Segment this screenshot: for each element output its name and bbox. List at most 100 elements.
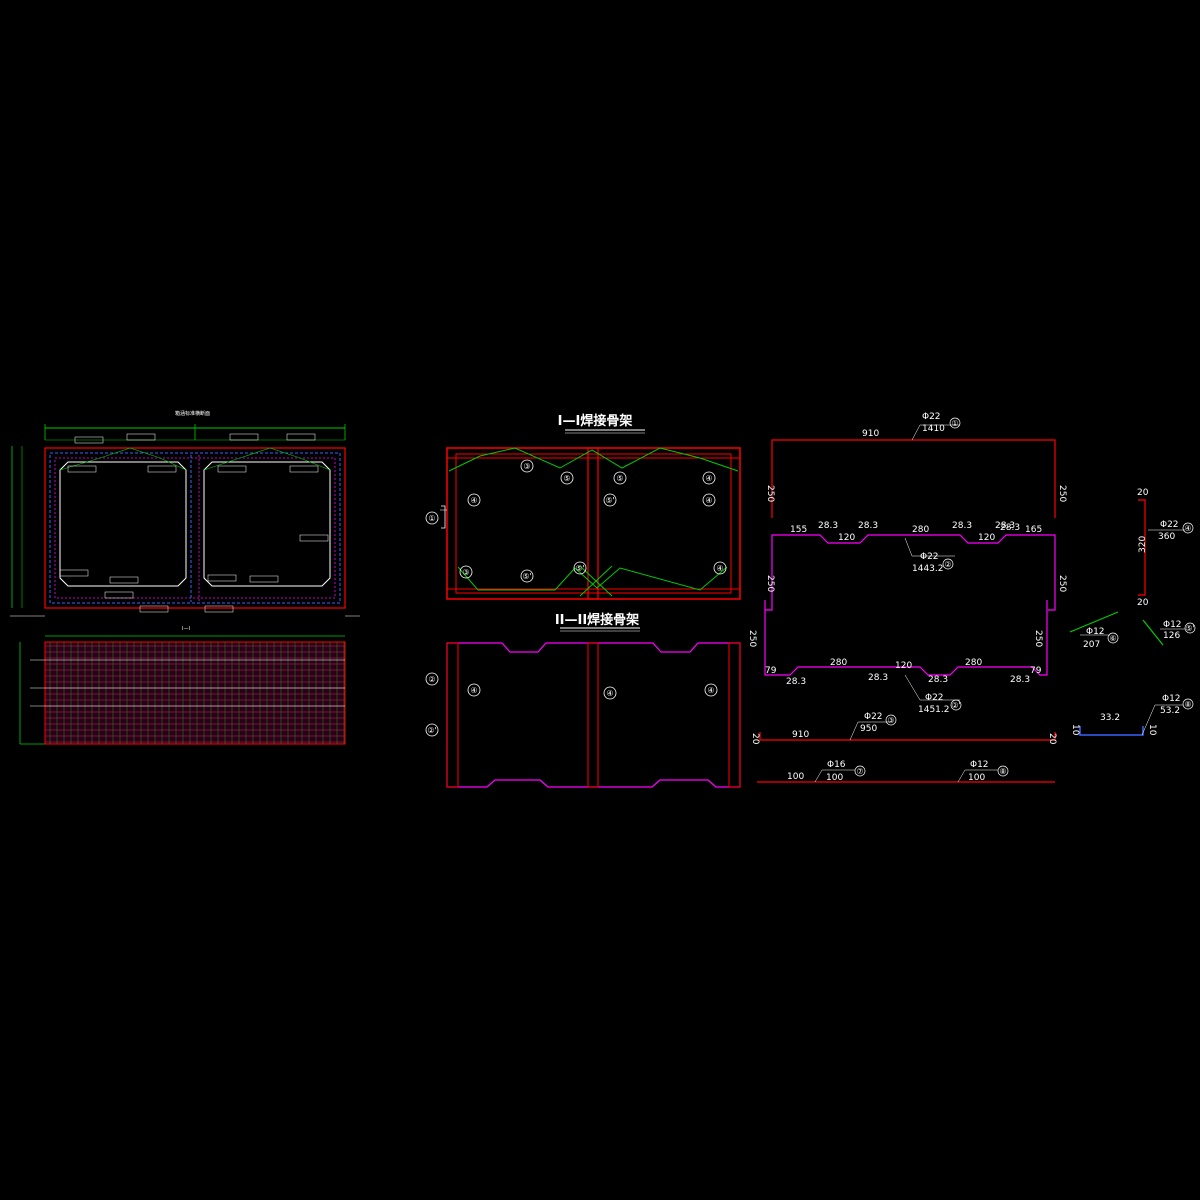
rebar-8-mid: 33.2: [1100, 713, 1120, 723]
section-2-label: ④: [603, 686, 617, 700]
section-1-label: ⑤: [613, 471, 627, 485]
rebar-3-segment-label: 79: [765, 666, 777, 676]
rebar-2-segment-label: 28.3: [995, 521, 1015, 531]
section-2-label: ②': [425, 723, 439, 737]
rebar-7-detail: Φ12 126 ⑤': [1142, 619, 1196, 646]
section-2-label: ④: [467, 683, 481, 697]
rebar-6-len: 207: [1083, 640, 1100, 650]
rebar-6-detail: Φ12 207 ⑥: [1069, 611, 1119, 650]
rebar-3-id: ②': [951, 701, 960, 710]
rebar-2-dia: Φ22: [920, 552, 939, 562]
rebar-8-detail: 33.2 10 10 Φ12 53.2 ⑧: [1070, 694, 1194, 736]
left-cell-inner: [59, 461, 187, 587]
rebar-1-dia: Φ22: [922, 412, 941, 422]
culvert-plan-view: I—I: [19, 626, 346, 745]
svg-text:④: ④: [716, 564, 723, 573]
svg-text:③: ③: [523, 462, 530, 471]
rebar-2-segment-label: 120: [838, 533, 855, 543]
rebar-2-segment-label: 155: [790, 525, 807, 535]
rebar-2-left-dim: 250: [765, 575, 775, 592]
rebar-5-end-left: 20: [750, 733, 760, 745]
top-diagonal-bars: [448, 447, 739, 472]
rebar-8-len: 53.2: [1160, 706, 1180, 716]
rebar-8-id: ⑧: [1184, 700, 1191, 709]
rebar-5-dia: Φ22: [864, 712, 883, 722]
svg-text:⑤': ⑤': [522, 572, 531, 581]
rebar-1-left-dim: 250: [765, 485, 775, 502]
outer-rebar-ring: [49, 452, 341, 604]
svg-text:④: ④: [470, 496, 477, 505]
rebar-1-top-dim: 910: [862, 429, 879, 439]
rebar-10-len: 100: [968, 773, 985, 783]
section-2-label: ②: [425, 672, 439, 686]
rebar-8-shape: [1079, 726, 1144, 736]
rebar-1-len: 1410: [922, 424, 945, 434]
rebar-3-dia: Φ22: [925, 693, 944, 703]
svg-text:③: ③: [462, 568, 469, 577]
section-1-welded-frame: I—I焊接骨架 ① ③ ⑤ ⑤ ④ ④ ⑤' ③ ⑤' ⑤' ④ ④: [425, 413, 741, 600]
rebar-10-id: ⑧: [999, 767, 1006, 776]
middle-wall: [587, 447, 599, 600]
rebar-8-end-right: 10: [1147, 724, 1157, 736]
rebar-8-dia: Φ12: [1162, 694, 1181, 704]
rebar-1-shape: [771, 439, 1056, 518]
rebar-4-id: ④: [1184, 524, 1191, 533]
rebar-2-shape: [765, 534, 1056, 611]
rebar-7-dia: Φ12: [1163, 620, 1182, 630]
section-1-label: ⑤': [573, 561, 587, 575]
right-cell-inner: [203, 461, 331, 587]
rebar-8-end-left: 10: [1070, 724, 1080, 736]
rebar-5-len: 950: [860, 724, 877, 734]
rebar-7-id: ⑤': [1185, 624, 1194, 633]
rebar-2-segment-label: 165: [1025, 525, 1042, 535]
svg-text:⑤': ⑤': [605, 496, 614, 505]
bottom-diagonal-bars: [457, 566, 728, 591]
svg-text:④: ④: [470, 686, 477, 695]
rebar-4-len: 360: [1158, 532, 1175, 542]
section-1-label: ①: [425, 511, 439, 525]
rebar-6-shape: [1069, 611, 1119, 633]
rebar-1-right-dim: 250: [1057, 485, 1067, 502]
rebar-3-segment-label: 28.3: [928, 675, 948, 685]
rebar-9-id: ⑦: [856, 767, 863, 776]
rebar-7-shape: [1142, 619, 1164, 646]
rebar-4-shape: [1138, 499, 1146, 596]
svg-text:②': ②': [427, 726, 436, 735]
section-1-label: ⑤: [560, 471, 574, 485]
rebar-5-shape: [759, 732, 1056, 741]
section-1-label: ④: [713, 561, 727, 575]
rebar-2-right-dim: 250: [1057, 575, 1067, 592]
rebar-2-id: ②: [944, 560, 951, 569]
section-1-title: I—I焊接骨架: [558, 413, 633, 429]
svg-text:⑤': ⑤': [575, 564, 584, 573]
rebar-3-left-dim: 250: [747, 630, 757, 647]
svg-text:②: ②: [428, 675, 435, 684]
rebar-4-detail: 20 20 320 Φ22 360 ④: [1137, 488, 1194, 608]
rebar-4-top: 20: [1137, 488, 1149, 498]
rebar-5-dim: 910: [792, 730, 809, 740]
section-1-label: ④: [702, 471, 716, 485]
rebar-3-shape: [764, 600, 1048, 676]
rebar-6-id: ⑥: [1109, 634, 1116, 643]
rebar-2-segment-label: 28.3: [858, 521, 878, 531]
rebar-9-len: 100: [826, 773, 843, 783]
rebar-3-segment-label: 280: [965, 658, 982, 668]
rebar-9-10-detail: 100 Φ16 100 ⑦ Φ12 100 ⑧: [757, 760, 1055, 783]
rebar-5-end-right: 20: [1047, 733, 1057, 745]
rebar-1-detail: 910 250 250 Φ22 1410 ①: [765, 412, 1067, 518]
section-1-label: ④: [702, 493, 716, 507]
rebar-3-len: 1451.2: [918, 705, 950, 715]
rebar-10-dia: Φ12: [970, 760, 989, 770]
rebar-3-segment-label: 28.3: [786, 677, 806, 687]
rebar-3-segment-label: 28.3: [868, 673, 888, 683]
rebar-4-dia: Φ22: [1160, 520, 1179, 530]
section-1-label: ⑤': [520, 569, 534, 583]
svg-text:④: ④: [606, 689, 613, 698]
rebar-9-dia: Φ16: [827, 760, 846, 770]
